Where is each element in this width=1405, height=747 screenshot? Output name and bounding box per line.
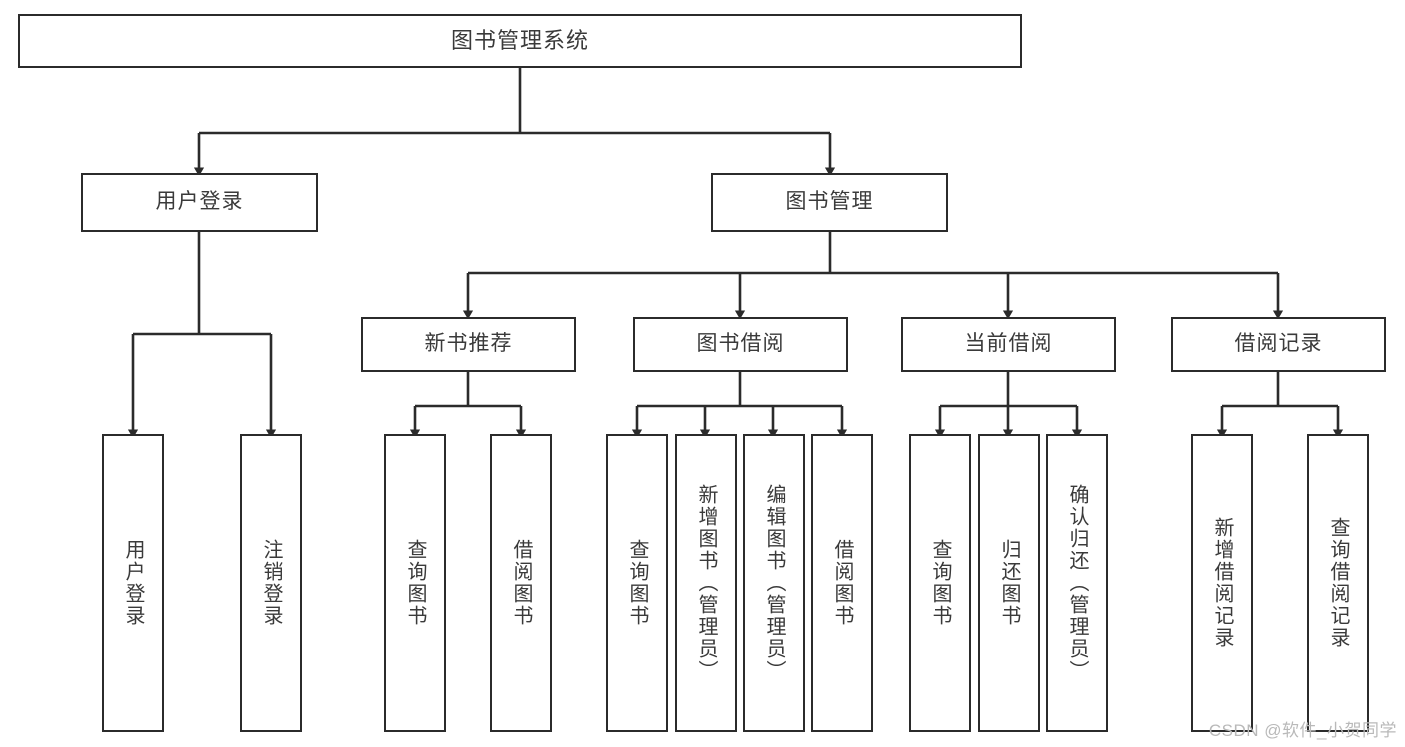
node-leaf-query-book-3-label: 查询图书: [929, 539, 951, 627]
node-leaf-borrow-book-1[interactable]: 借阅图书: [490, 434, 552, 732]
node-leaf-logout[interactable]: 注销登录: [240, 434, 302, 732]
node-book-management[interactable]: 图书管理: [711, 173, 948, 232]
node-leaf-query-book-1-label: 查询图书: [404, 539, 426, 627]
node-leaf-query-book-2-label: 查询图书: [626, 539, 648, 627]
node-leaf-add-book-label: 新增图书（管理员）: [695, 484, 717, 682]
node-leaf-borrow-book-2-label: 借阅图书: [831, 539, 853, 627]
node-leaf-borrow-book-1-label: 借阅图书: [510, 539, 532, 627]
node-leaf-return-book[interactable]: 归还图书: [978, 434, 1040, 732]
node-leaf-query-record-label: 查询借阅记录: [1327, 517, 1349, 649]
node-borrow-record[interactable]: 借阅记录: [1171, 317, 1386, 372]
node-leaf-edit-book-label: 编辑图书（管理员）: [763, 484, 785, 682]
node-leaf-query-book-1[interactable]: 查询图书: [384, 434, 446, 732]
node-book-management-label: 图书管理: [785, 190, 874, 214]
node-leaf-query-book-3[interactable]: 查询图书: [909, 434, 971, 732]
node-leaf-return-book-label: 归还图书: [998, 539, 1020, 627]
node-leaf-confirm-return[interactable]: 确认归还（管理员）: [1046, 434, 1108, 732]
node-current-borrow-label: 当前借阅: [964, 332, 1053, 356]
node-new-book-recommend[interactable]: 新书推荐: [361, 317, 576, 372]
node-leaf-query-record[interactable]: 查询借阅记录: [1307, 434, 1369, 732]
node-book-borrow[interactable]: 图书借阅: [633, 317, 848, 372]
node-leaf-add-record[interactable]: 新增借阅记录: [1191, 434, 1253, 732]
node-leaf-add-record-label: 新增借阅记录: [1211, 517, 1233, 649]
node-leaf-edit-book[interactable]: 编辑图书（管理员）: [743, 434, 805, 732]
node-new-book-recommend-label: 新书推荐: [424, 332, 513, 356]
node-leaf-logout-label: 注销登录: [260, 539, 282, 627]
node-root[interactable]: 图书管理系统: [18, 14, 1022, 68]
node-leaf-query-book-2[interactable]: 查询图书: [606, 434, 668, 732]
node-user-login-label: 用户登录: [155, 190, 244, 214]
node-book-borrow-label: 图书借阅: [696, 332, 785, 356]
node-user-login[interactable]: 用户登录: [81, 173, 318, 232]
node-leaf-user-login[interactable]: 用户登录: [102, 434, 164, 732]
node-leaf-user-login-label: 用户登录: [122, 539, 144, 627]
node-root-label: 图书管理系统: [450, 28, 589, 54]
node-leaf-borrow-book-2[interactable]: 借阅图书: [811, 434, 873, 732]
node-leaf-confirm-return-label: 确认归还（管理员）: [1066, 484, 1088, 682]
node-current-borrow[interactable]: 当前借阅: [901, 317, 1116, 372]
watermark: CSDN @软件_小贺同学: [1208, 721, 1397, 740]
node-borrow-record-label: 借阅记录: [1234, 332, 1323, 356]
node-leaf-add-book[interactable]: 新增图书（管理员）: [675, 434, 737, 732]
